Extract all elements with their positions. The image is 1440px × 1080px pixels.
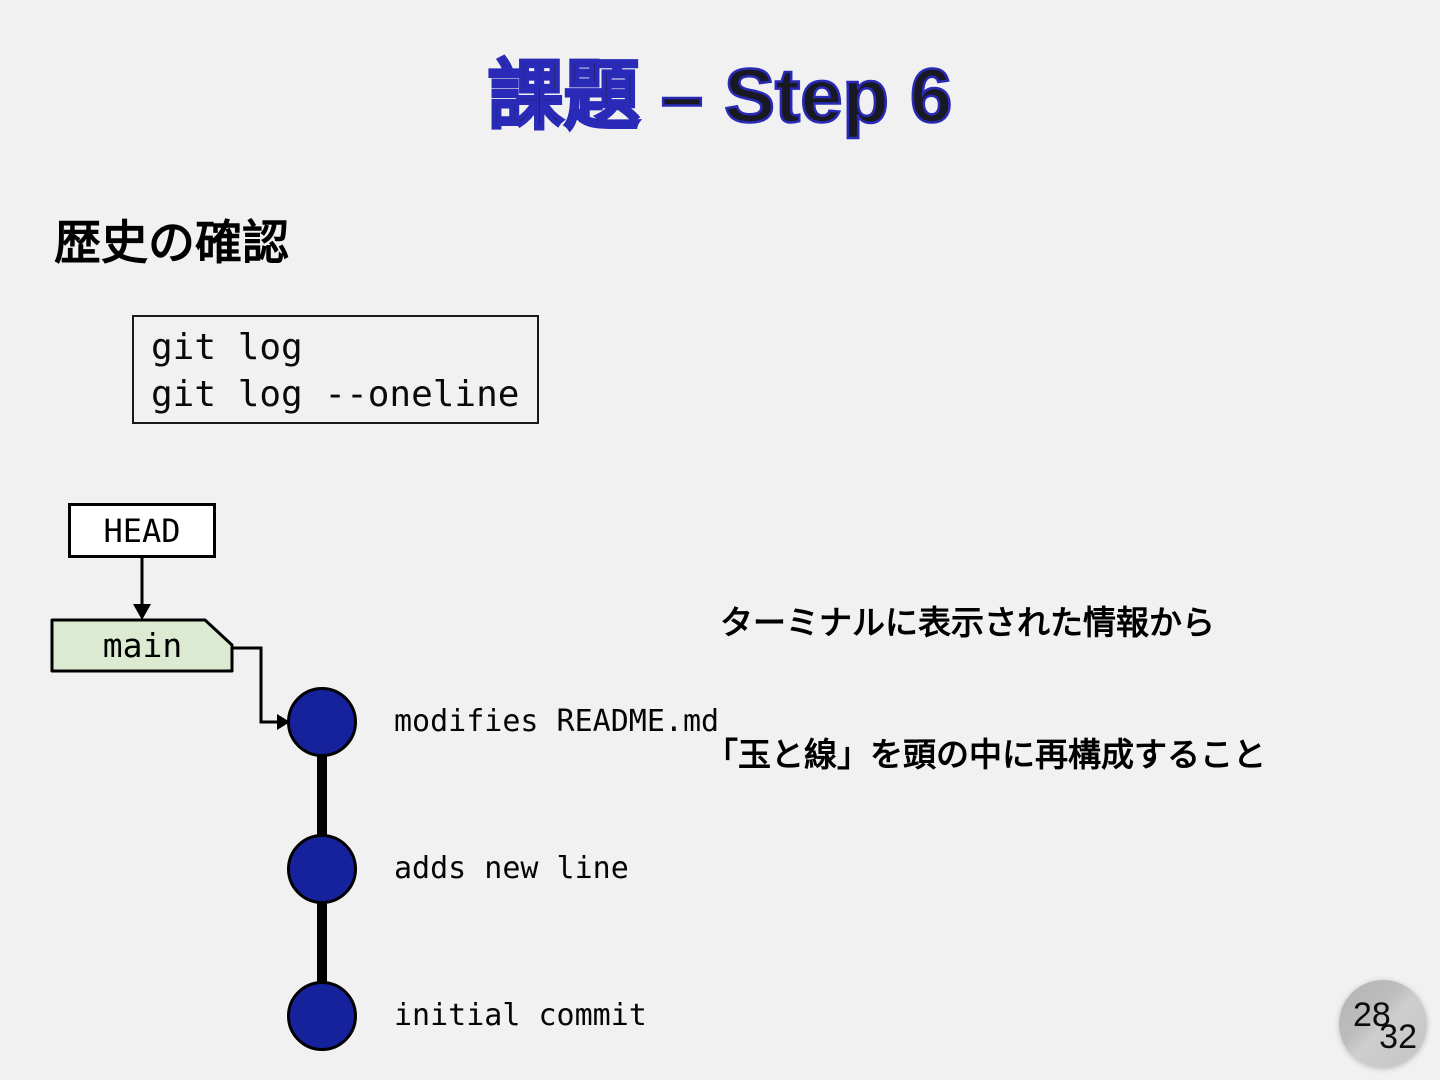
commit-node-2: [287, 834, 357, 904]
branch-connector-arrowhead-icon: [277, 714, 290, 730]
commit-message-2: adds new line: [394, 851, 629, 886]
branch-tag-shape: [50, 618, 234, 673]
section-heading: 歴史の確認: [54, 216, 289, 269]
annotation-line-2: 「玉と線」を頭の中に再構成すること: [705, 736, 1266, 773]
branch-connector-line: [233, 646, 279, 724]
code-line-1: git log: [151, 327, 303, 368]
annotation-note: ターミナルに表示された情報から 「玉と線」を頭の中に再構成すること: [705, 513, 1266, 865]
code-box: git log git log --oneline: [132, 315, 539, 424]
commit-message-1: modifies README.md: [394, 704, 720, 739]
branch-label-main: main: [102, 626, 183, 665]
page-current: 28: [1353, 996, 1391, 1034]
annotation-line-1: ターミナルに表示された情報から: [720, 604, 1215, 641]
commit-message-3: initial commit: [394, 998, 647, 1033]
commit-node-3: [287, 981, 357, 1051]
commit-node-1: [287, 687, 357, 757]
page-total: 32: [1379, 1018, 1417, 1056]
slide-title: 課題 – Step 6: [486, 53, 953, 141]
code-line-2: git log --oneline: [151, 374, 520, 415]
head-ref-box: HEAD: [68, 503, 216, 558]
page-number-badge: 28 32: [1339, 980, 1427, 1068]
head-arrowhead-icon: [133, 604, 151, 620]
